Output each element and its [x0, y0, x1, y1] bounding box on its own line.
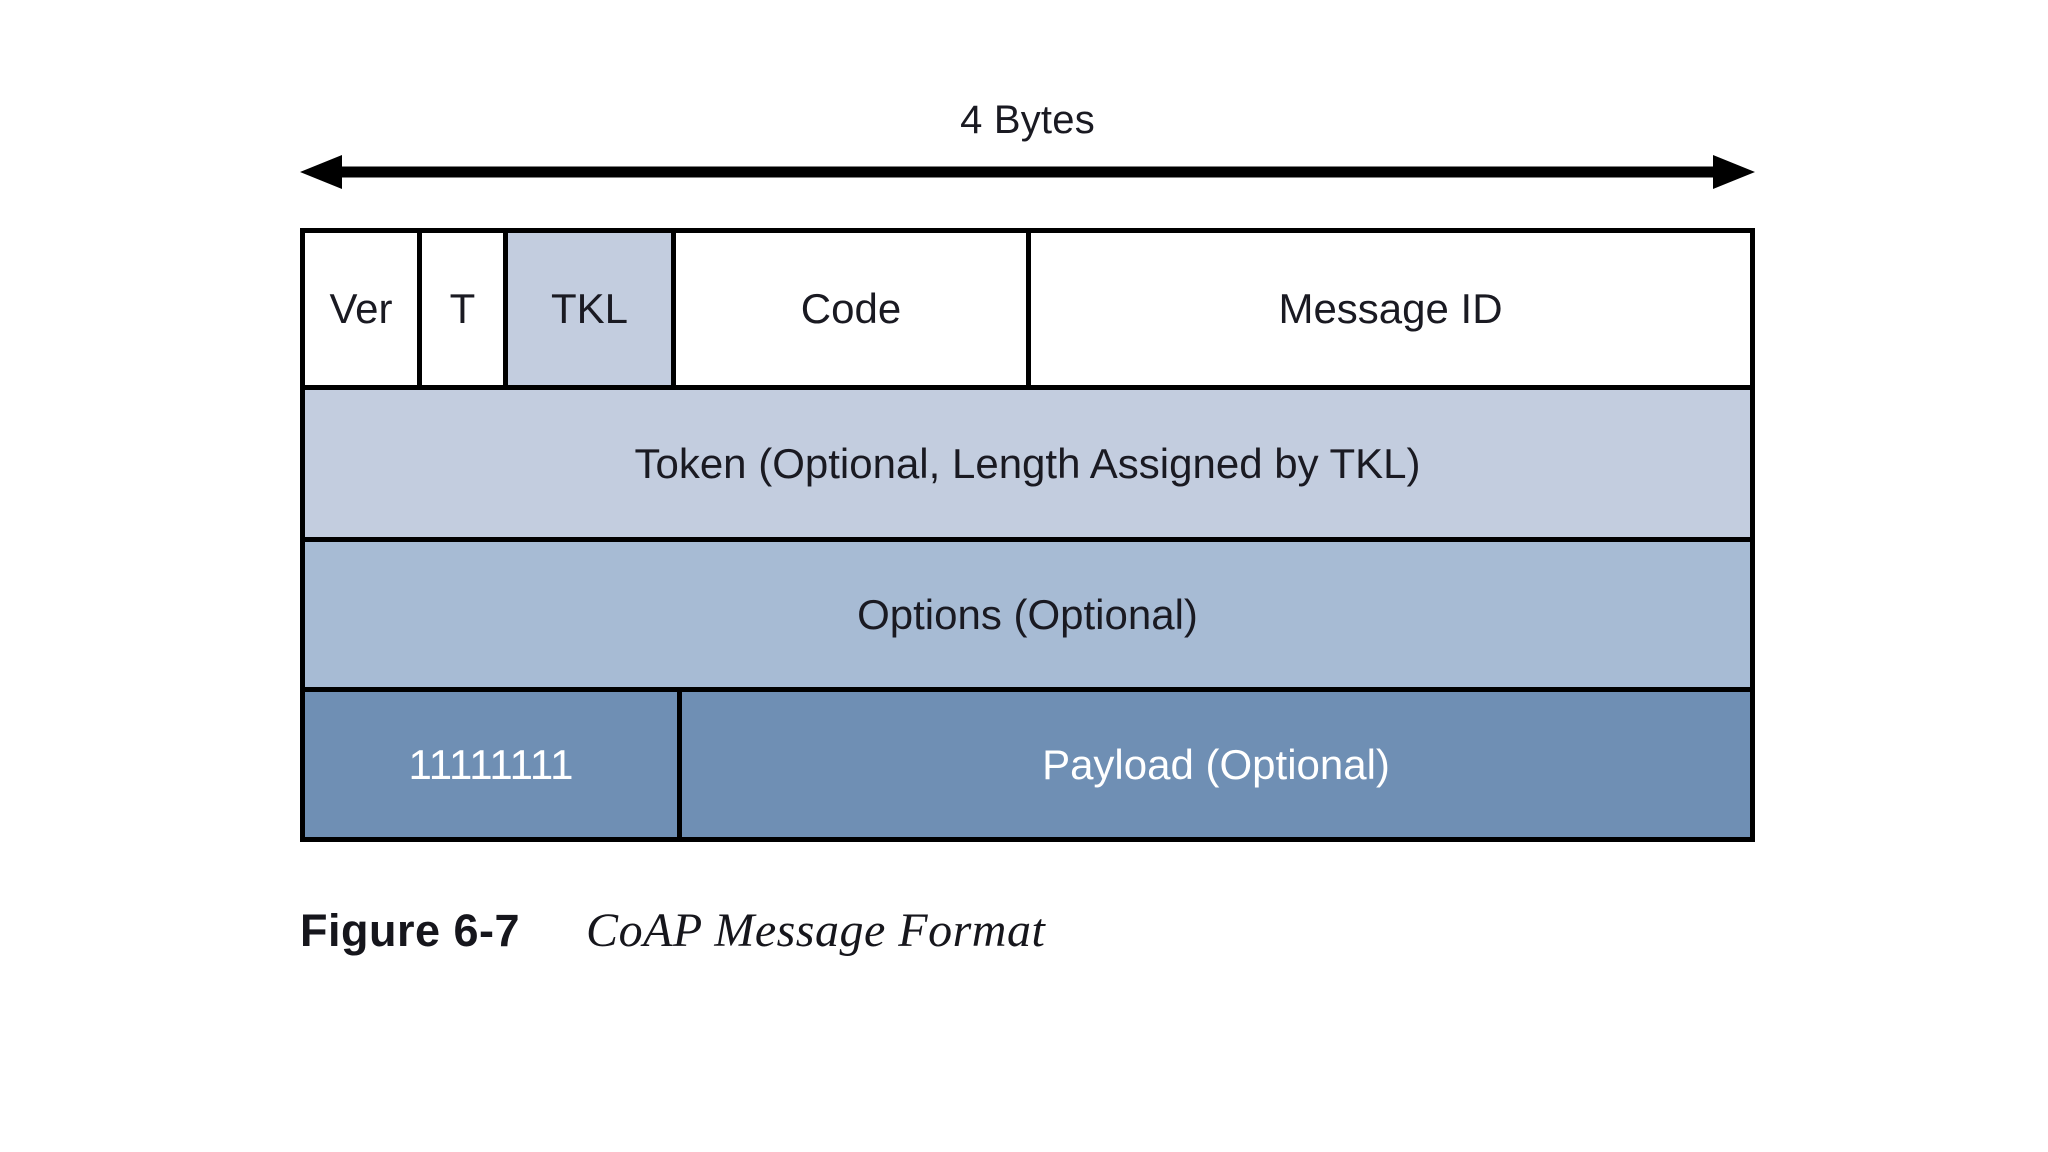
field-cell-options: Options (Optional): [305, 542, 1750, 687]
field-cell-token: Token (Optional, Length Assigned by TKL): [305, 390, 1750, 537]
width-annotation: 4 Bytes: [300, 100, 1755, 195]
width-label: 4 Bytes: [960, 98, 1095, 142]
double-arrow-icon: [300, 155, 1755, 189]
figure-caption-number: Figure 6-7: [300, 905, 521, 956]
field-cell-payload: Payload (Optional): [677, 692, 1750, 837]
table-row-options: Options (Optional): [305, 537, 1750, 687]
field-cell-ver: Ver: [305, 233, 417, 385]
table-row-token: Token (Optional, Length Assigned by TKL): [305, 385, 1750, 537]
figure-caption: Figure 6-7 CoAP Message Format: [300, 903, 1045, 958]
field-cell-code: Code: [671, 233, 1026, 385]
field-cell-tkl: TKL: [503, 233, 671, 385]
field-cell-t: T: [417, 233, 503, 385]
packet-structure-table: Ver T TKL Code Message ID Token (Optiona…: [300, 228, 1755, 842]
field-cell-payload-marker: 11111111: [305, 692, 677, 837]
field-cell-message-id: Message ID: [1026, 233, 1750, 385]
figure-caption-title: CoAP Message Format: [586, 904, 1046, 957]
table-row-payload: 11111111 Payload (Optional): [305, 687, 1750, 837]
table-row-header: Ver T TKL Code Message ID: [305, 233, 1750, 385]
